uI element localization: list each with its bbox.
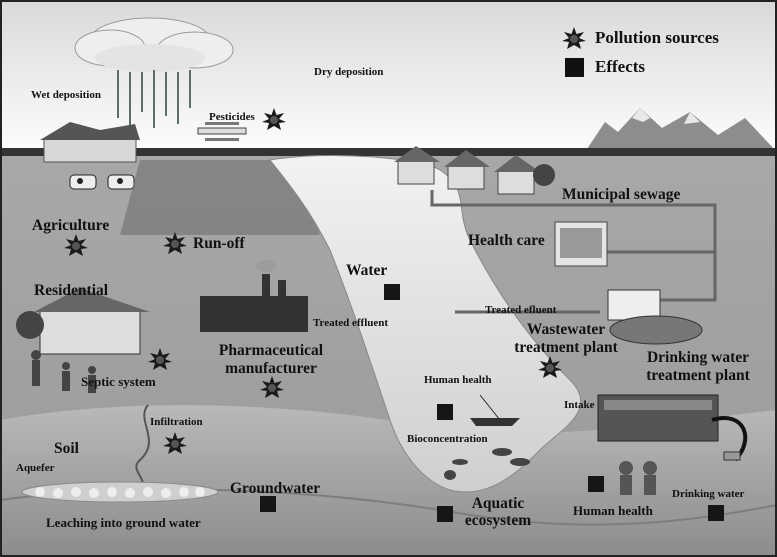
label-dwtp-line1: Drinking water <box>646 349 750 366</box>
crop-field <box>120 160 320 235</box>
people-figures <box>31 350 96 393</box>
pesticides-star-icon <box>262 108 286 130</box>
mountains <box>585 108 775 152</box>
label-drinking-water: Drinking water <box>672 488 745 500</box>
cows <box>69 174 135 190</box>
rain <box>117 70 191 128</box>
legend-pollution-star-icon <box>562 27 586 49</box>
tap-graphic <box>723 451 741 461</box>
houses-row <box>394 146 555 195</box>
pharma-factory-graphic <box>200 260 308 332</box>
septic-star-icon <box>148 348 172 370</box>
label-agriculture: Agriculture <box>32 217 110 234</box>
residential-house-graphic <box>16 288 150 355</box>
label-residential: Residential <box>34 282 109 299</box>
crop-duster-plane <box>197 122 247 141</box>
soil-layer <box>0 405 777 557</box>
label-pharma-line1: Pharmaceutical <box>218 342 324 359</box>
human-health-bottom-effect-square <box>588 476 604 492</box>
sewage-pipes <box>430 190 717 314</box>
hospital-building <box>554 221 608 267</box>
groundwater-effect-square <box>260 496 276 512</box>
label-pesticides: Pesticides <box>209 111 255 123</box>
agriculture-star-icon <box>64 234 88 256</box>
drinking-water-plant-graphic <box>597 394 748 462</box>
label-groundwater: Groundwater <box>230 480 321 497</box>
aquatic-effect-square <box>437 506 453 522</box>
mountain-snow <box>632 108 700 124</box>
label-wwtp-line2: treatment plant <box>514 339 618 356</box>
label-health-care: Health care <box>468 232 545 249</box>
label-soil: Soil <box>54 440 79 457</box>
infiltration-star-icon <box>163 432 187 454</box>
label-bioconcentration: Bioconcentration <box>407 433 488 445</box>
label-wwtp-line1: Wastewater <box>526 321 606 338</box>
aquifer-pebbles <box>21 481 219 503</box>
legend-effects: Effects <box>595 57 646 76</box>
label-aquefer: Aquefer <box>16 462 55 474</box>
farmhouse <box>40 122 140 163</box>
label-dry-deposition: Dry deposition <box>314 66 384 78</box>
water-effect-square <box>384 284 400 300</box>
pharma-star-icon <box>260 376 284 398</box>
drinking-water-effect-square <box>708 505 724 521</box>
human-health-effect-square <box>437 404 453 420</box>
label-treated-effluent-right: Treated efluent <box>485 304 557 316</box>
label-intake: Intake <box>564 399 595 411</box>
children-figures <box>619 461 657 495</box>
label-water: Water <box>346 262 388 279</box>
legend-pollution-sources: Pollution sources <box>595 28 719 47</box>
label-human-health-mid: Human health <box>424 374 492 386</box>
label-pharma-line2: manufacturer <box>225 360 317 377</box>
label-municipal-sewage: Municipal sewage <box>562 186 681 203</box>
label-treated-effluent-left: Treated effluent <box>313 317 389 329</box>
fish-graphics <box>444 448 530 480</box>
wwtp-star-icon <box>538 356 562 378</box>
fishing-boat <box>470 394 520 426</box>
label-run-off: Run-off <box>193 235 245 252</box>
grass-line <box>0 148 777 156</box>
infiltration-arrow <box>135 404 150 493</box>
label-aquatic-line2: ecosystem <box>464 512 532 529</box>
label-dwtp-line2: treatment plant <box>646 367 750 384</box>
legend-effects-square-icon <box>565 58 584 77</box>
label-septic-system: Septic system <box>81 374 156 389</box>
label-human-health-bottom: Human health <box>573 503 653 518</box>
label-infiltration: Infiltration <box>150 416 203 428</box>
label-leaching: Leaching into ground water <box>46 515 201 530</box>
label-aquatic-line1: Aquatic <box>471 495 525 512</box>
runoff-star-icon <box>163 232 187 254</box>
label-wet-deposition: Wet deposition <box>31 89 101 101</box>
wastewater-plant-graphic <box>607 289 703 345</box>
cloud <box>74 17 234 72</box>
